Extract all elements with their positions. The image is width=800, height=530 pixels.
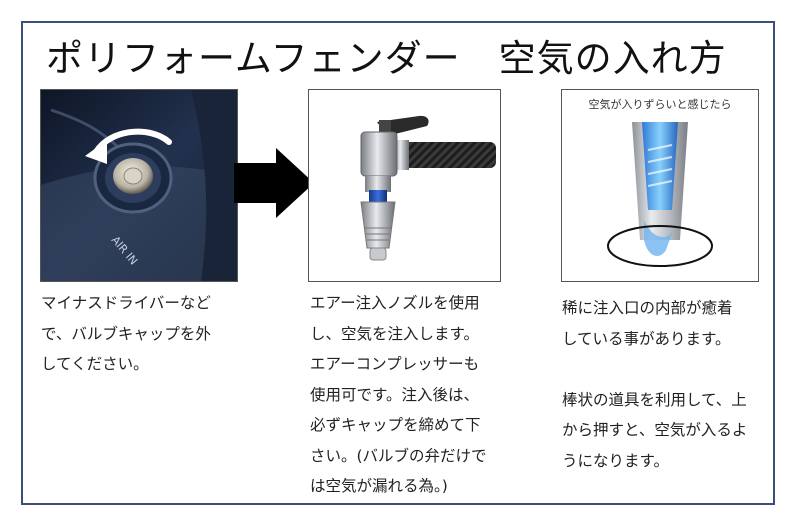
step1-photo: AIR IN bbox=[40, 89, 238, 282]
caption-line: で、バルブキャップを外 bbox=[41, 324, 211, 343]
step3-caption: 稀に注入口の内部が癒着 している事があります。 棒状の道具を利用して、上 から押… bbox=[562, 293, 747, 476]
caption-line: は空気が漏れる為。) bbox=[310, 477, 448, 495]
caption-line: している事があります。 bbox=[562, 329, 731, 348]
caption-line: さい。(バルブの弁だけで bbox=[310, 446, 487, 465]
step2-photo bbox=[308, 89, 501, 282]
caption-line: エアー注入ノズルを使用 bbox=[310, 294, 480, 312]
step2-caption: エアー注入ノズルを使用 し、空気を注入します。 エアーコンプレッサーも 使用可で… bbox=[310, 288, 487, 502]
step3-photo-caption: 空気が入りずらいと感じたら bbox=[588, 98, 732, 111]
page-title: ポリフォームフェンダー 空気の入れ方 bbox=[46, 37, 727, 80]
caption-line: から押すと、空気が入るよ bbox=[562, 421, 748, 439]
caption-line: してください。 bbox=[41, 355, 149, 373]
caption-spacer bbox=[562, 354, 747, 385]
caption-line: うになります。 bbox=[562, 451, 669, 470]
valve-inner-stuck-photo bbox=[607, 122, 713, 267]
valve-cap-removal-photo: AIR IN bbox=[41, 90, 237, 281]
caption-line: エアーコンプレッサーも bbox=[310, 355, 480, 373]
caption-line: マイナスドライバーなど bbox=[41, 294, 211, 312]
caption-line: し、空気を注入します。 bbox=[310, 324, 479, 343]
air-pump-nozzle-photo bbox=[309, 90, 500, 281]
caption-line: 稀に注入口の内部が癒着 bbox=[562, 299, 733, 317]
caption-line: 使用可です。注入後は、 bbox=[310, 385, 479, 404]
caption-line: 棒状の道具を利用して、上 bbox=[562, 390, 747, 409]
step3-photo: 空気が入りずらいと感じたら bbox=[561, 89, 759, 282]
step1-caption: マイナスドライバーなど で、バルブキャップを外 してください。 bbox=[41, 288, 211, 380]
right-arrow-icon bbox=[234, 148, 314, 218]
caption-line: 必ずキャップを締めて下 bbox=[310, 416, 481, 434]
